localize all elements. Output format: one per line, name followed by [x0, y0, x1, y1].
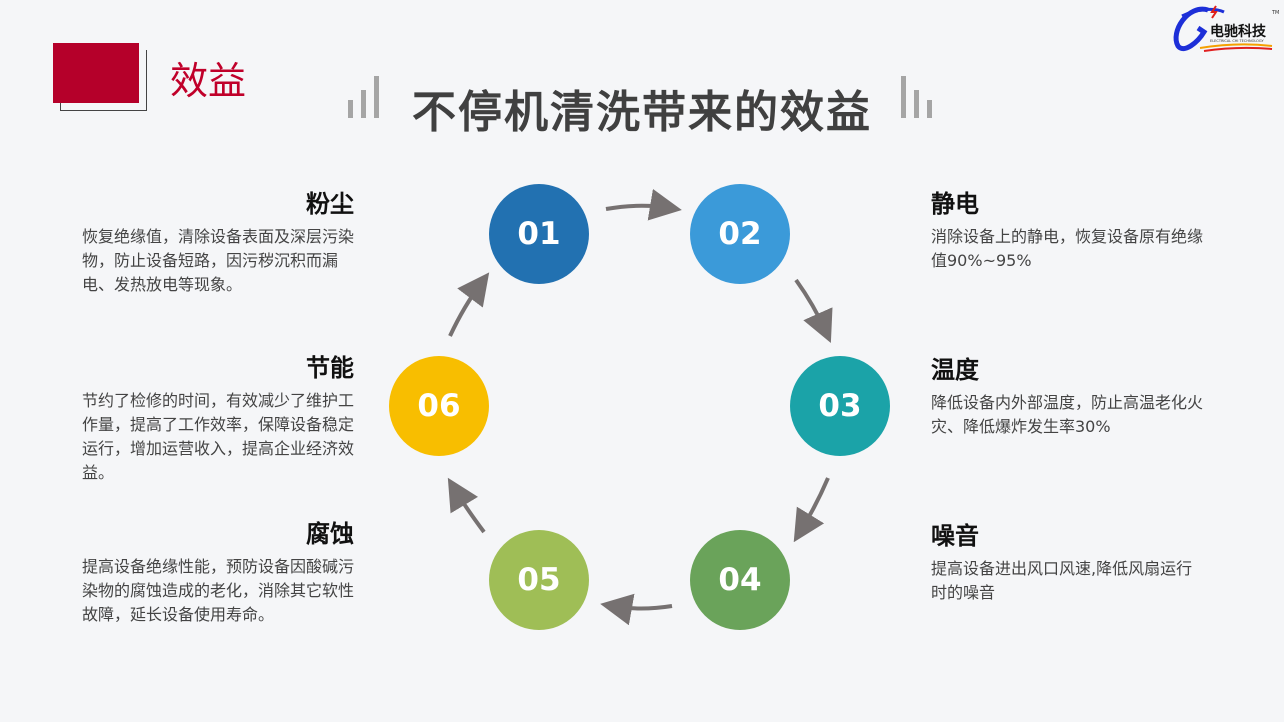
step-circle-01: 01: [489, 184, 589, 284]
benefit-temperature: 温度 降低设备内外部温度，防止高温老化火灾、降低爆炸发生率30%: [931, 350, 1203, 439]
step-circle-06: 06: [389, 356, 489, 456]
benefit-text: 恢复绝缘值，清除设备表面及深层污染物，防止设备短路，因污秽沉积而漏电、发热放电等…: [82, 227, 355, 294]
step-circle-02: 02: [690, 184, 790, 284]
benefit-title: 静电: [931, 190, 979, 218]
benefit-text: 节约了检修的时间，有效减少了维护工作量，提高了工作效率，保障设备稳定运行，增加运…: [82, 391, 355, 482]
page-title: 不停机清洗带来的效益: [412, 87, 872, 138]
benefit-title: 噪音: [931, 522, 979, 550]
section-label: 效益: [170, 59, 247, 103]
arrow-04-05: [600, 593, 673, 626]
benefit-dust: 粉尘 恢复绝缘值，清除设备表面及深层污染物，防止设备短路，因污秽沉积而漏电、发热…: [82, 184, 354, 297]
benefit-title: 粉尘: [306, 190, 354, 218]
step-circle-05: 05: [489, 530, 589, 630]
benefit-text: 提高设备绝缘性能，预防设备因酸碱污染物的腐蚀造成的老化，消除其它软性故障，延长设…: [82, 557, 355, 624]
svg-text:ELECTRICAL CHI TECHNOLOGY: ELECTRICAL CHI TECHNOLOGY: [1210, 39, 1264, 43]
arrow-05-06: [447, 477, 486, 534]
benefit-static: 静电 消除设备上的静电，恢复设备原有绝缘值90%~95%: [931, 184, 1203, 273]
step-circle-04: 04: [690, 530, 790, 630]
arrow-03-04: [793, 477, 830, 543]
arrow-02-03: [794, 278, 833, 343]
benefit-energy: 节能 节约了检修的时间，有效减少了维护工作量，提高了工作效率，保障设备稳定运行，…: [82, 348, 354, 485]
title-deco-right: [901, 76, 932, 118]
title-deco-left: [348, 76, 379, 118]
benefit-title: 节能: [306, 354, 354, 382]
benefit-title: 腐蚀: [306, 520, 354, 548]
arrow-01-02: [605, 188, 682, 221]
benefit-text: 提高设备进出风口风速,降低风扇运行时的噪音: [931, 559, 1193, 602]
step-circle-03: 03: [790, 356, 890, 456]
svg-text:电驰科技: 电驰科技: [1210, 23, 1267, 40]
benefit-text: 消除设备上的静电，恢复设备原有绝缘值90%~95%: [931, 227, 1204, 270]
arrow-06-01: [448, 272, 490, 337]
benefit-text: 降低设备内外部温度，防止高温老化火灾、降低爆炸发生率30%: [931, 393, 1204, 436]
benefit-noise: 噪音 提高设备进出风口风速,降低风扇运行时的噪音: [931, 516, 1203, 605]
company-logo: 电驰科技 TM ELECTRICAL CHI TECHNOLOGY: [1168, 2, 1280, 60]
svg-text:TM: TM: [1271, 10, 1279, 16]
section-box: [53, 43, 139, 103]
benefit-corrosion: 腐蚀 提高设备绝缘性能，预防设备因酸碱污染物的腐蚀造成的老化，消除其它软性故障，…: [82, 514, 354, 627]
benefit-title: 温度: [931, 356, 979, 384]
